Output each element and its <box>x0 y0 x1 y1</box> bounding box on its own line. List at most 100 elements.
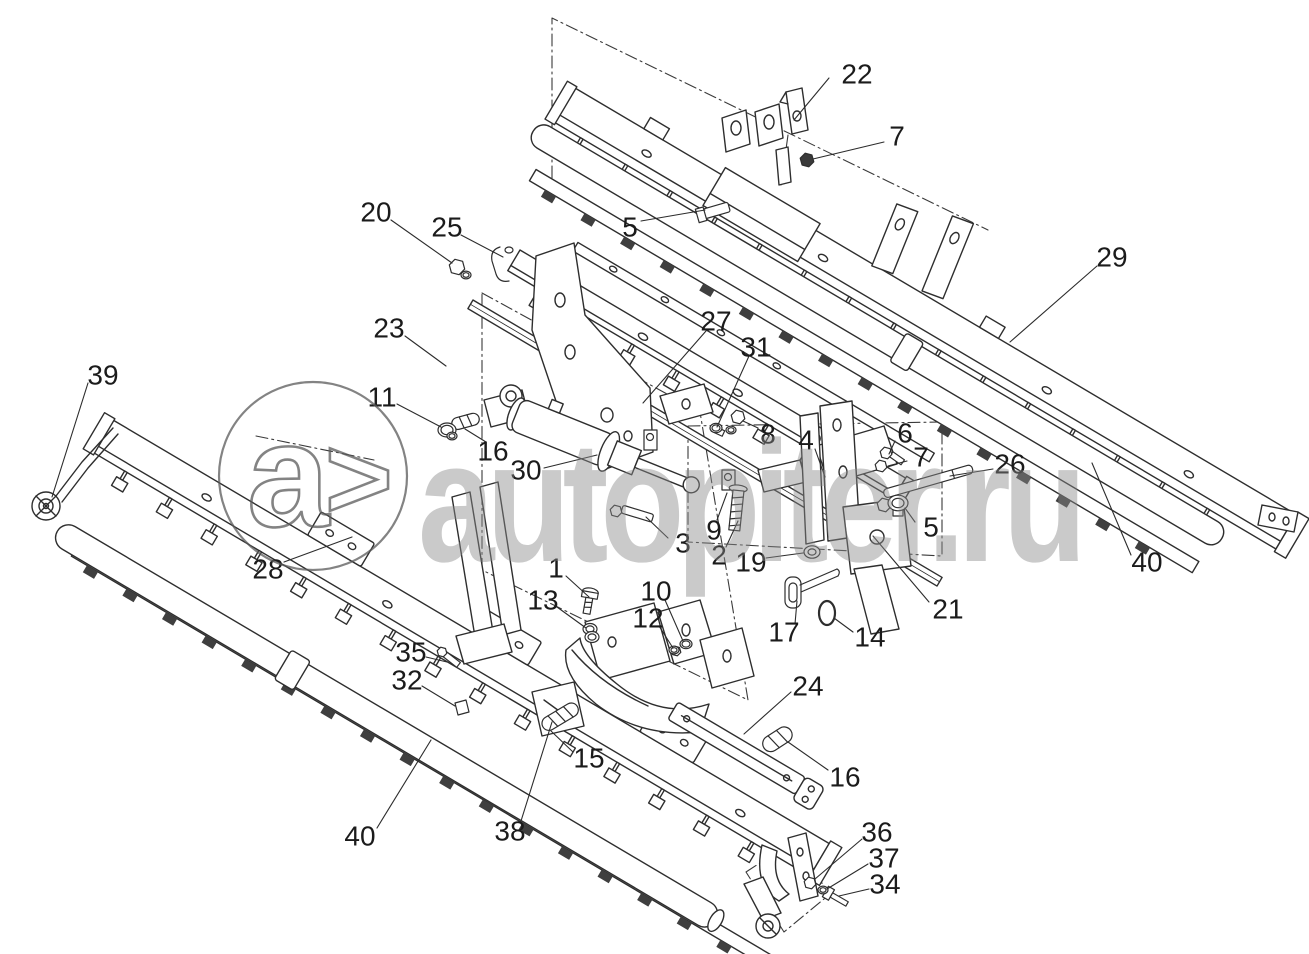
callout-label: 16 <box>477 436 508 467</box>
tine-tooth <box>778 330 794 344</box>
callout-label: 9 <box>706 515 722 546</box>
callout-leader-line <box>716 492 728 521</box>
washer-hole <box>670 647 678 653</box>
lower-roller-tube <box>54 524 725 933</box>
callout-leader-line <box>556 606 587 629</box>
washer-hole <box>681 640 691 648</box>
washer-hole <box>462 272 470 278</box>
headstock-plate <box>531 242 654 471</box>
hydraulic-cylinder <box>506 397 700 494</box>
tine-tooth <box>637 893 653 907</box>
callout-label: 23 <box>373 313 404 344</box>
callout-leader-line <box>421 685 456 707</box>
callout-leader-line <box>833 617 854 633</box>
callout-leader-line <box>390 219 453 264</box>
bolt <box>694 201 731 224</box>
callout-label: 15 <box>573 743 604 774</box>
bolt <box>620 505 654 523</box>
callout-leader-line <box>658 625 674 649</box>
callout-label: 5 <box>622 212 638 243</box>
callout-label: 39 <box>87 360 118 391</box>
callout-label: 3 <box>675 528 691 559</box>
tine-tooth <box>1055 494 1071 508</box>
callout-label: 28 <box>252 554 283 585</box>
hex-nut <box>448 258 466 276</box>
callout-leader-line <box>794 600 798 625</box>
callout-leader-line <box>826 863 869 890</box>
callout-leader-line <box>904 507 916 523</box>
callout-label: 21 <box>932 594 963 625</box>
tine-clip <box>200 528 219 546</box>
tine-tooth <box>699 283 715 298</box>
hex-nut <box>879 446 893 460</box>
callout-leader-line <box>838 888 870 897</box>
callout-leader-line <box>888 440 896 455</box>
callout-leader-line <box>765 552 804 559</box>
callout-leader-line <box>404 335 447 367</box>
callout-label: 11 <box>367 382 396 413</box>
tine-tooth <box>320 705 336 720</box>
adjuster-rod <box>883 464 974 498</box>
callout-label: 31 <box>740 332 771 363</box>
tine-tooth <box>620 236 636 251</box>
tine-tooth <box>1095 517 1111 532</box>
callout-label: 1 <box>548 553 564 584</box>
hex-nut <box>799 152 815 168</box>
tine-clip <box>110 476 129 493</box>
hex-nut <box>803 876 817 890</box>
callout-label: 6 <box>897 418 913 449</box>
hex-nut <box>874 459 888 473</box>
callout-label: 20 <box>360 197 391 228</box>
tine-tooth <box>738 306 755 321</box>
tine-tooth <box>518 822 534 837</box>
callout-label: 30 <box>510 455 541 486</box>
callout-leader-line <box>396 403 442 428</box>
callout-label: 34 <box>869 869 900 900</box>
tine-clip <box>737 846 756 864</box>
callout-label: 7 <box>889 121 905 152</box>
callout-label: 16 <box>829 762 860 793</box>
callout-leader-line <box>743 691 792 735</box>
callout-leader-line <box>1091 462 1132 556</box>
upper-mount-bracket <box>721 87 1299 533</box>
tine-clip <box>603 767 621 784</box>
callout-label: 4 <box>798 425 814 456</box>
tine-tooth <box>557 846 574 860</box>
callout-label: 38 <box>494 816 525 847</box>
callout-label: 27 <box>700 306 731 337</box>
callout-leader-line <box>425 656 448 663</box>
callout-leader-line <box>949 468 994 477</box>
tine-tooth <box>1134 541 1151 555</box>
tine-clip <box>334 608 353 626</box>
tine-clip <box>692 820 711 837</box>
tine-tooth <box>897 400 913 415</box>
washer-hole <box>448 433 456 439</box>
washer <box>803 545 821 559</box>
callout-label: 40 <box>344 821 375 852</box>
tine-tooth <box>936 424 953 438</box>
washer-hole <box>727 427 735 433</box>
callout-label: 40 <box>1131 547 1162 578</box>
linch-pin <box>784 568 840 609</box>
callout-label: 37 <box>868 843 899 874</box>
hardware-parts <box>436 152 974 907</box>
callout-leader-line <box>642 330 707 404</box>
tine-tooth <box>659 260 675 274</box>
tine-tooth <box>399 752 415 767</box>
tine-clip <box>468 687 487 705</box>
tine-tooth <box>676 916 692 931</box>
hex-nut <box>436 646 448 658</box>
callout-leader-line <box>1009 265 1098 343</box>
callout-leader-line <box>645 516 669 539</box>
callout-label: 2 <box>711 540 727 571</box>
callout-leader-line <box>464 428 487 443</box>
tine-clip <box>662 375 681 393</box>
hex-nut <box>609 504 623 518</box>
tine-tooth <box>478 799 495 814</box>
callout-label: 5 <box>923 512 939 543</box>
callout-leader-line <box>872 535 930 603</box>
upright-arm <box>479 481 522 636</box>
